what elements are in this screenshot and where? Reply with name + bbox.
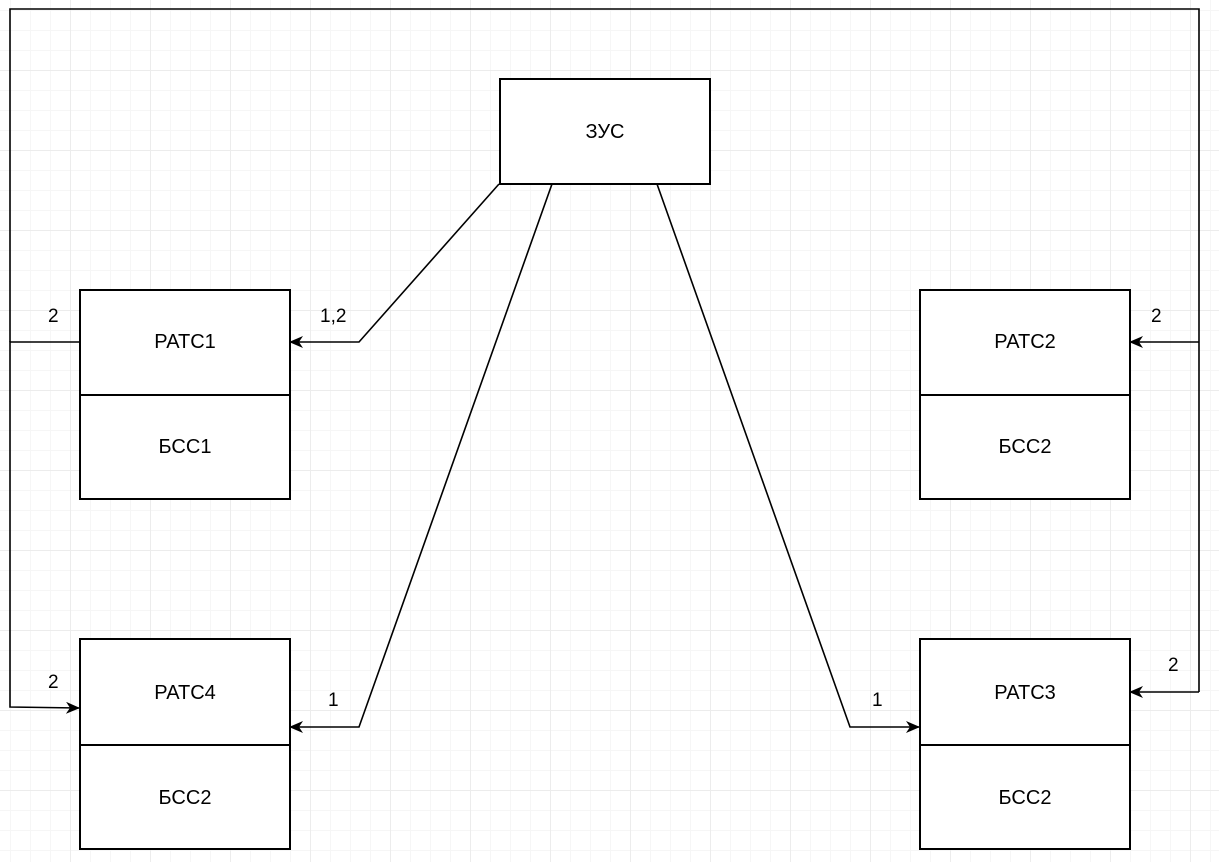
edge-label-zus-to-ats1: 1,2 <box>320 306 347 327</box>
connector-ats1-to-ats4 <box>9 341 80 714</box>
connector-zus-to-ats4 <box>289 183 553 733</box>
zus-label: ЗУС <box>585 121 625 143</box>
ats2-label: РАТС2 <box>994 331 1056 353</box>
bss2-label-ats4: БСС2 <box>158 787 212 809</box>
ats4-divider <box>81 744 289 746</box>
ats2-divider <box>921 394 1129 396</box>
zus-node[interactable]: ЗУС <box>499 78 711 185</box>
ats1-divider <box>81 394 289 396</box>
ats3-label: РАТС3 <box>994 682 1056 704</box>
connector-zus-to-ats3 <box>656 183 920 733</box>
ats4-label: РАТС4 <box>154 682 216 704</box>
bss2-label-ats3: БСС2 <box>998 787 1052 809</box>
ats3-node[interactable]: РАТС3 БСС2 <box>919 638 1131 850</box>
edge-label-loop-ats4-in: 2 <box>48 672 59 693</box>
connector-top-rail <box>9 8 1200 692</box>
ats1-label: РАТС1 <box>154 331 216 353</box>
edge-label-loop-ats1-out: 2 <box>48 306 59 327</box>
ats3-divider <box>921 744 1129 746</box>
edge-label-loop-ats2-in: 2 <box>1151 306 1162 327</box>
connector-zus-to-ats1 <box>289 183 500 348</box>
ats2-node[interactable]: РАТС2 БСС2 <box>919 289 1131 500</box>
bss1-label: БСС1 <box>158 436 212 458</box>
edge-label-loop-ats3-in: 2 <box>1168 655 1179 676</box>
edge-label-zus-to-ats3: 1 <box>872 690 883 711</box>
edge-label-zus-to-ats4: 1 <box>328 690 339 711</box>
ats1-node[interactable]: РАТС1 БСС1 <box>79 289 291 500</box>
ats4-node[interactable]: РАТС4 БСС2 <box>79 638 291 850</box>
bss2-label-ats2: БСС2 <box>998 436 1052 458</box>
